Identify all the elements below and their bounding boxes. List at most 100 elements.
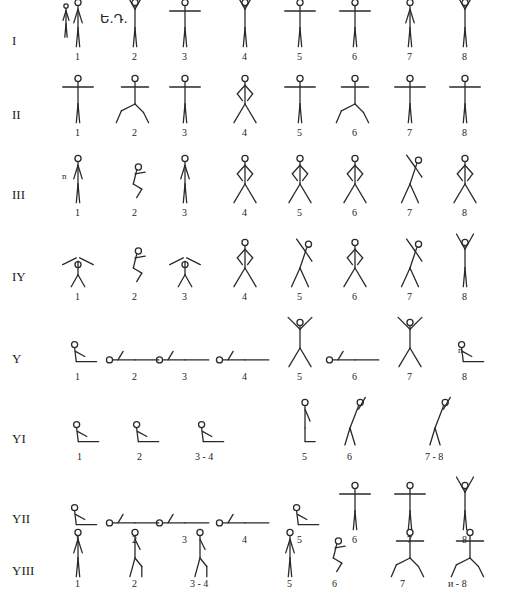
callout-number: 1: [75, 128, 80, 138]
callout-number: 7: [407, 292, 412, 302]
stick-figure: [133, 248, 145, 282]
callout-number: 4: [242, 52, 247, 62]
stick-figure: [294, 505, 319, 525]
stick-figure: [286, 529, 295, 576]
callout-number: 7 - 8: [425, 452, 443, 462]
stick-figure: [457, 477, 474, 530]
stick-figure: [289, 155, 311, 202]
callout-number: 7: [407, 52, 412, 62]
callout-number: 8: [462, 535, 467, 545]
callout-number: 2: [132, 208, 137, 218]
stick-figure: [302, 399, 315, 441]
stick-figure: [216, 514, 268, 526]
stick-figure: [156, 351, 208, 363]
callout-number: 3: [182, 292, 187, 302]
callout-number: n: [62, 172, 67, 181]
callout-number: Y: [12, 352, 21, 365]
callout-number: 5: [297, 52, 302, 62]
author-mark: Ե.Դ.: [100, 12, 128, 25]
callout-number: 4: [242, 292, 247, 302]
callout-number: 6: [352, 208, 357, 218]
stick-figure: [74, 155, 83, 202]
callout-number: 7: [407, 128, 412, 138]
callout-number: и - 8: [448, 579, 467, 589]
callout-number: II: [12, 108, 21, 121]
callout-number: 1: [75, 292, 80, 302]
callout-number: 1: [75, 535, 80, 545]
stick-figure: [106, 351, 158, 363]
stick-figure: [340, 0, 371, 47]
stick-figure: [74, 0, 83, 47]
stick-figure: [234, 155, 256, 202]
callout-number: 6: [352, 372, 357, 382]
stick-figure: [402, 239, 422, 287]
stick-figure: [72, 342, 97, 362]
stick-figure: [391, 529, 423, 576]
callout-number: 6: [352, 535, 357, 545]
callout-number: 3 - 4: [190, 579, 208, 589]
stick-figure: [288, 317, 312, 366]
callout-number: 8: [462, 208, 467, 218]
stick-figure: [459, 342, 484, 362]
callout-number: 4: [242, 372, 247, 382]
callout-number: 8: [462, 52, 467, 62]
callout-number: 3 - 4: [195, 452, 213, 462]
stick-figure: [406, 0, 415, 47]
callout-number: 3: [182, 372, 187, 382]
stick-figure: [63, 75, 94, 122]
stick-figure: [134, 422, 159, 442]
stick-figure: [216, 351, 268, 363]
stick-figure: [63, 258, 94, 287]
stick-figure: [195, 529, 207, 576]
stick-figure: [285, 0, 316, 47]
callout-number: 8: [462, 128, 467, 138]
stick-figure: [402, 155, 422, 203]
callout-number: 5: [302, 452, 307, 462]
callout-number: 5: [297, 372, 302, 382]
callout-number: 5: [297, 292, 302, 302]
callout-number: 2: [132, 535, 137, 545]
stick-figure: [130, 529, 142, 576]
callout-number: 6: [332, 579, 337, 589]
callout-number: 4: [242, 208, 247, 218]
stick-figure: [234, 239, 256, 286]
stick-figure: [285, 75, 316, 122]
callout-number: 4: [242, 128, 247, 138]
callout-number: YI: [12, 432, 26, 445]
callout-number: 2: [132, 128, 137, 138]
callout-number: 6: [352, 128, 357, 138]
stick-figure: [457, 0, 474, 47]
stick-figure: [333, 538, 345, 572]
callout-number: 7: [400, 579, 405, 589]
callout-number: 7: [407, 372, 412, 382]
callout-number: III: [12, 188, 25, 201]
stick-figure: [430, 397, 450, 445]
callout-number: 2: [132, 52, 137, 62]
stick-figure: [170, 75, 201, 122]
stick-figure: [326, 351, 378, 363]
stick-figure: [344, 155, 366, 202]
callout-number: 3: [182, 128, 187, 138]
stick-figure: [156, 514, 208, 526]
stick-figure: [451, 529, 483, 576]
callout-number: 2: [132, 579, 137, 589]
stick-figure: [398, 317, 422, 366]
stick-figure: [199, 422, 224, 442]
callout-number: 5: [297, 128, 302, 138]
stick-figure: [450, 75, 481, 122]
callout-number: 8: [462, 372, 467, 382]
stick-figure: [133, 164, 145, 198]
stick-figure: [74, 529, 83, 576]
stick-figure: [74, 422, 99, 442]
stick-figure: [395, 75, 426, 122]
stick-figure: [181, 155, 190, 202]
callout-number: 6: [352, 292, 357, 302]
callout-number: YII: [12, 512, 30, 525]
callout-number: 5: [297, 535, 302, 545]
callout-number: 1: [75, 52, 80, 62]
callout-number: 4: [242, 535, 247, 545]
stick-figure: [170, 258, 201, 287]
stick-figure: [336, 75, 368, 122]
callout-number: 3: [182, 208, 187, 218]
callout-number: 1: [75, 579, 80, 589]
